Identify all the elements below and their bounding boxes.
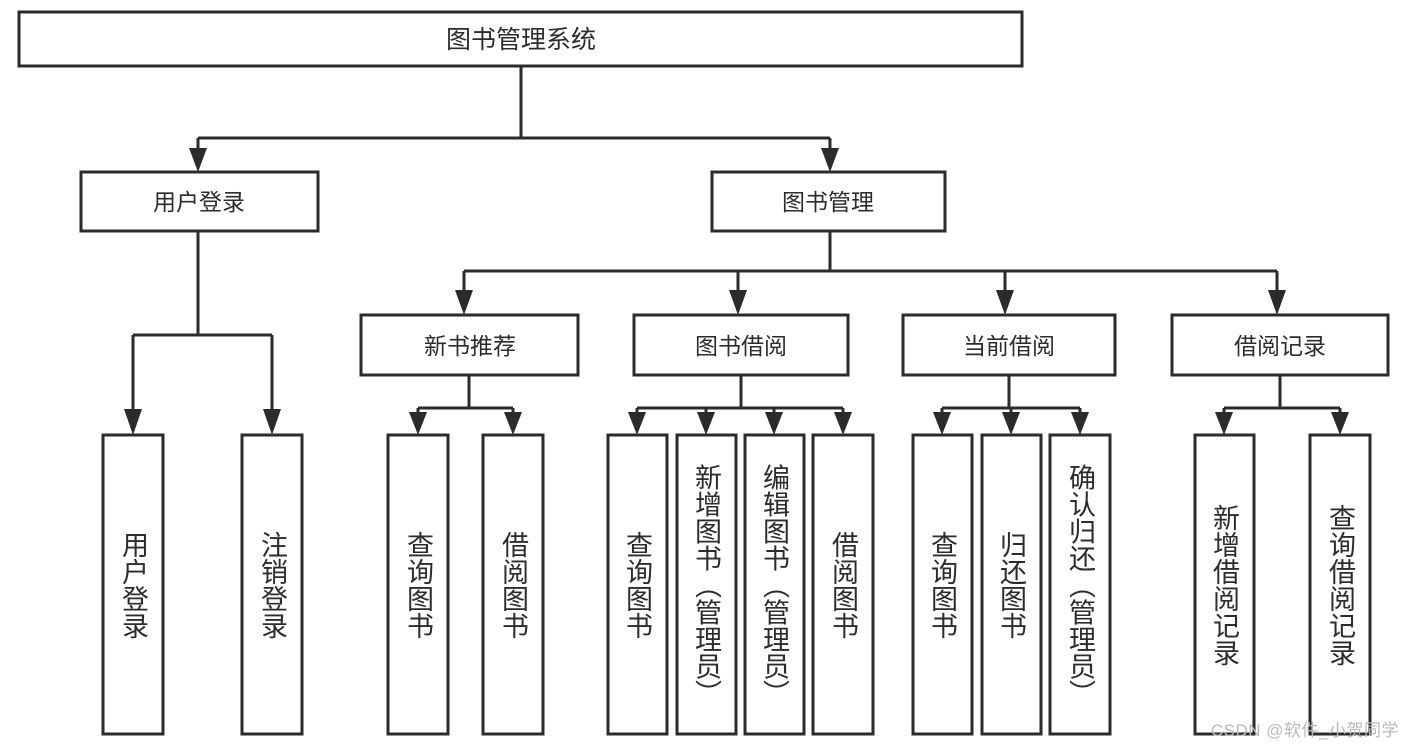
root-box[interactable]: [17, 10, 1024, 68]
arrow-bookborrow-leaf-2: [697, 412, 715, 435]
root-label: 图书管理系统: [446, 26, 596, 54]
leaf-confirm-return-admin-box[interactable]: [1048, 433, 1112, 736]
user-login-box[interactable]: [79, 170, 320, 233]
leaf-borrow-book-rec-label: 借阅图书: [498, 531, 529, 639]
borrow-record-box[interactable]: [1170, 313, 1390, 377]
node-leaf-add-book-admin[interactable]: 新增图书（管理员）: [675, 433, 738, 736]
arrow-bookborrow-leaf-1: [628, 412, 646, 435]
node-leaf-edit-book-admin[interactable]: 编辑图书（管理员）: [743, 433, 806, 736]
arrow-userlogin-leaf-2: [263, 409, 281, 435]
node-borrow-record[interactable]: 借阅记录: [1170, 313, 1390, 377]
node-leaf-query-book-borrow[interactable]: 查询图书: [606, 433, 669, 736]
leaf-query-book-borrow-box[interactable]: [606, 433, 669, 736]
leaf-borrow-book-label: 借阅图书: [828, 531, 859, 639]
borrow-record-label: 借阅记录: [1234, 333, 1326, 359]
node-leaf-add-borrow-record[interactable]: 新增借阅记录: [1193, 433, 1256, 736]
arrow-currentborrow-leaf-3: [1071, 412, 1089, 435]
node-leaf-query-book-cur[interactable]: 查询图书: [911, 433, 974, 736]
arrow-bookmanage-to-current-borrow: [996, 290, 1014, 315]
leaf-query-book-cur-box[interactable]: [911, 433, 974, 736]
leaf-confirm-return-admin-label: 确认归还（管理员）: [1065, 463, 1096, 706]
node-leaf-query-borrow-record[interactable]: 查询借阅记录: [1308, 433, 1372, 736]
arrow-borrowrecord-leaf-1: [1215, 412, 1233, 435]
node-leaf-logout[interactable]: 注销登录: [240, 433, 304, 736]
node-root[interactable]: 图书管理系统: [17, 10, 1024, 68]
new-book-rec-box[interactable]: [359, 313, 580, 377]
arrow-root-to-user-login: [189, 148, 207, 172]
node-book-borrow[interactable]: 图书借阅: [632, 313, 850, 377]
leaf-edit-book-admin-label: 编辑图书（管理员）: [759, 463, 790, 706]
leaf-query-borrow-record-box[interactable]: [1308, 433, 1372, 736]
user-login-label: 用户登录: [153, 189, 245, 215]
leaf-add-borrow-record-box[interactable]: [1193, 433, 1256, 736]
arrow-currentborrow-leaf-1: [933, 412, 951, 435]
leaf-user-login-box[interactable]: [101, 433, 165, 736]
leaf-query-book-rec-box[interactable]: [386, 433, 450, 736]
leaf-query-book-borrow-label: 查询图书: [622, 531, 653, 639]
node-leaf-borrow-book[interactable]: 借阅图书: [811, 433, 875, 736]
leaf-borrow-book-box[interactable]: [811, 433, 875, 736]
node-new-book-rec[interactable]: 新书推荐: [359, 313, 580, 377]
current-borrow-box[interactable]: [901, 313, 1117, 377]
arrow-currentborrow-leaf-2: [1002, 412, 1020, 435]
node-leaf-query-book-rec[interactable]: 查询图书: [386, 433, 450, 736]
arrow-newbookrec-leaf-2: [504, 412, 522, 435]
arrow-bookmanage-to-borrow-record: [1268, 290, 1286, 315]
node-book-manage[interactable]: 图书管理: [710, 170, 947, 233]
arrow-root-to-book-manage: [821, 148, 839, 172]
arrow-userlogin-leaf-1: [124, 409, 142, 435]
book-manage-box[interactable]: [710, 170, 947, 233]
leaf-logout-label: 注销登录: [257, 531, 288, 639]
leaf-user-login-label: 用户登录: [118, 531, 149, 639]
leaf-return-book-label: 归还图书: [996, 531, 1027, 639]
leaf-query-book-cur-label: 查询图书: [927, 531, 958, 639]
leaf-query-borrow-record-label: 查询借阅记录: [1325, 504, 1356, 666]
node-user-login[interactable]: 用户登录: [79, 170, 320, 233]
arrow-bookmanage-to-new-book-rec: [455, 290, 473, 315]
arrow-borrowrecord-leaf-2: [1331, 412, 1349, 435]
new-book-rec-label: 新书推荐: [424, 333, 516, 359]
leaf-logout-box[interactable]: [240, 433, 304, 736]
node-leaf-user-login[interactable]: 用户登录: [101, 433, 165, 736]
book-borrow-box[interactable]: [632, 313, 850, 377]
node-leaf-confirm-return-admin[interactable]: 确认归还（管理员）: [1048, 433, 1112, 736]
current-borrow-label: 当前借阅: [963, 333, 1055, 359]
arrow-bookmanage-to-book-borrow: [729, 290, 747, 315]
node-leaf-borrow-book-rec[interactable]: 借阅图书: [481, 433, 545, 736]
node-current-borrow[interactable]: 当前借阅: [901, 313, 1117, 377]
book-borrow-label: 图书借阅: [695, 333, 787, 359]
leaf-add-book-admin-box[interactable]: [675, 433, 738, 736]
leaf-add-book-admin-label: 新增图书（管理员）: [691, 463, 722, 706]
leaf-borrow-book-rec-box[interactable]: [481, 433, 545, 736]
arrow-newbookrec-leaf-1: [409, 412, 427, 435]
leaf-return-book-box[interactable]: [980, 433, 1043, 736]
connector-layer: [124, 66, 1349, 435]
leaf-edit-book-admin-box[interactable]: [743, 433, 806, 736]
arrow-bookborrow-leaf-4: [834, 412, 852, 435]
arrow-bookborrow-leaf-3: [765, 412, 783, 435]
csdn-watermark: CSDN @软件_小贺同学: [1210, 721, 1399, 740]
leaf-add-borrow-record-label: 新增借阅记录: [1209, 504, 1240, 666]
book-manage-label: 图书管理: [782, 189, 874, 215]
leaf-query-book-rec-label: 查询图书: [403, 531, 434, 639]
node-leaf-return-book[interactable]: 归还图书: [980, 433, 1043, 736]
